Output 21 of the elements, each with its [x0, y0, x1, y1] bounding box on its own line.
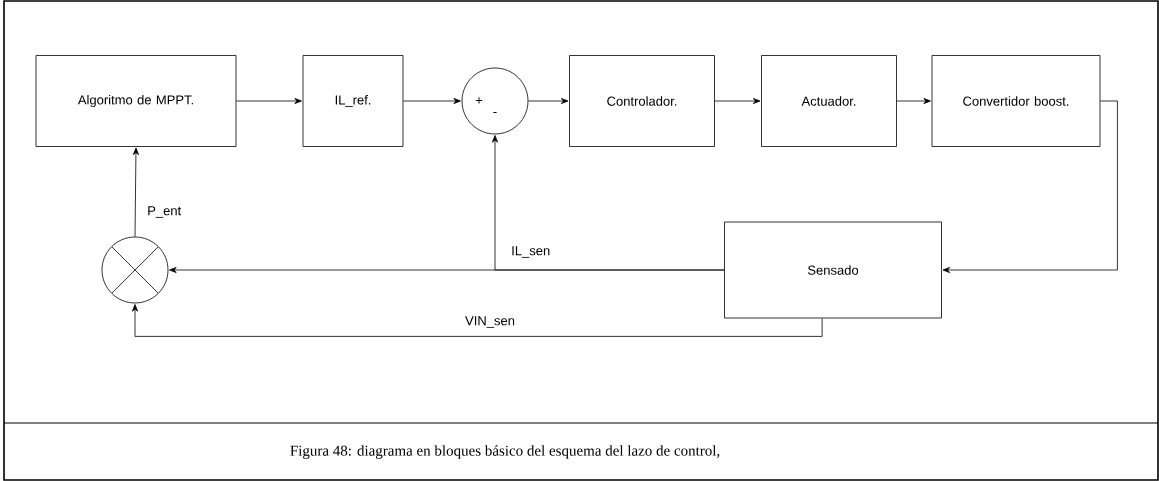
block-box: Sensado [724, 221, 942, 319]
edge-label: P_ent [146, 205, 183, 219]
summing-junction: + - [461, 67, 529, 135]
block-box: Actuador. [761, 55, 897, 147]
arrow [236, 98, 302, 104]
block-box: Convertidor boost. [931, 55, 1101, 147]
edge-label: IL_sen [510, 245, 552, 259]
block-box: Algoritmo de MPPT. [35, 55, 237, 147]
arrow [896, 98, 931, 104]
block-box: Controlador. [569, 55, 715, 147]
arrow [132, 304, 823, 337]
multiplier-junction [101, 236, 169, 304]
arrow [528, 98, 569, 104]
arrow [714, 98, 761, 104]
block-box: IL_ref. [302, 55, 404, 147]
figure-caption: Figura 48: diagrama en bloques básico del esquema del lazo de control, [290, 445, 720, 459]
arrow [492, 135, 725, 271]
edge-label: VIN_sen [464, 315, 516, 329]
arrow [403, 98, 461, 104]
arrow [132, 147, 139, 237]
arrow [942, 100, 1118, 273]
